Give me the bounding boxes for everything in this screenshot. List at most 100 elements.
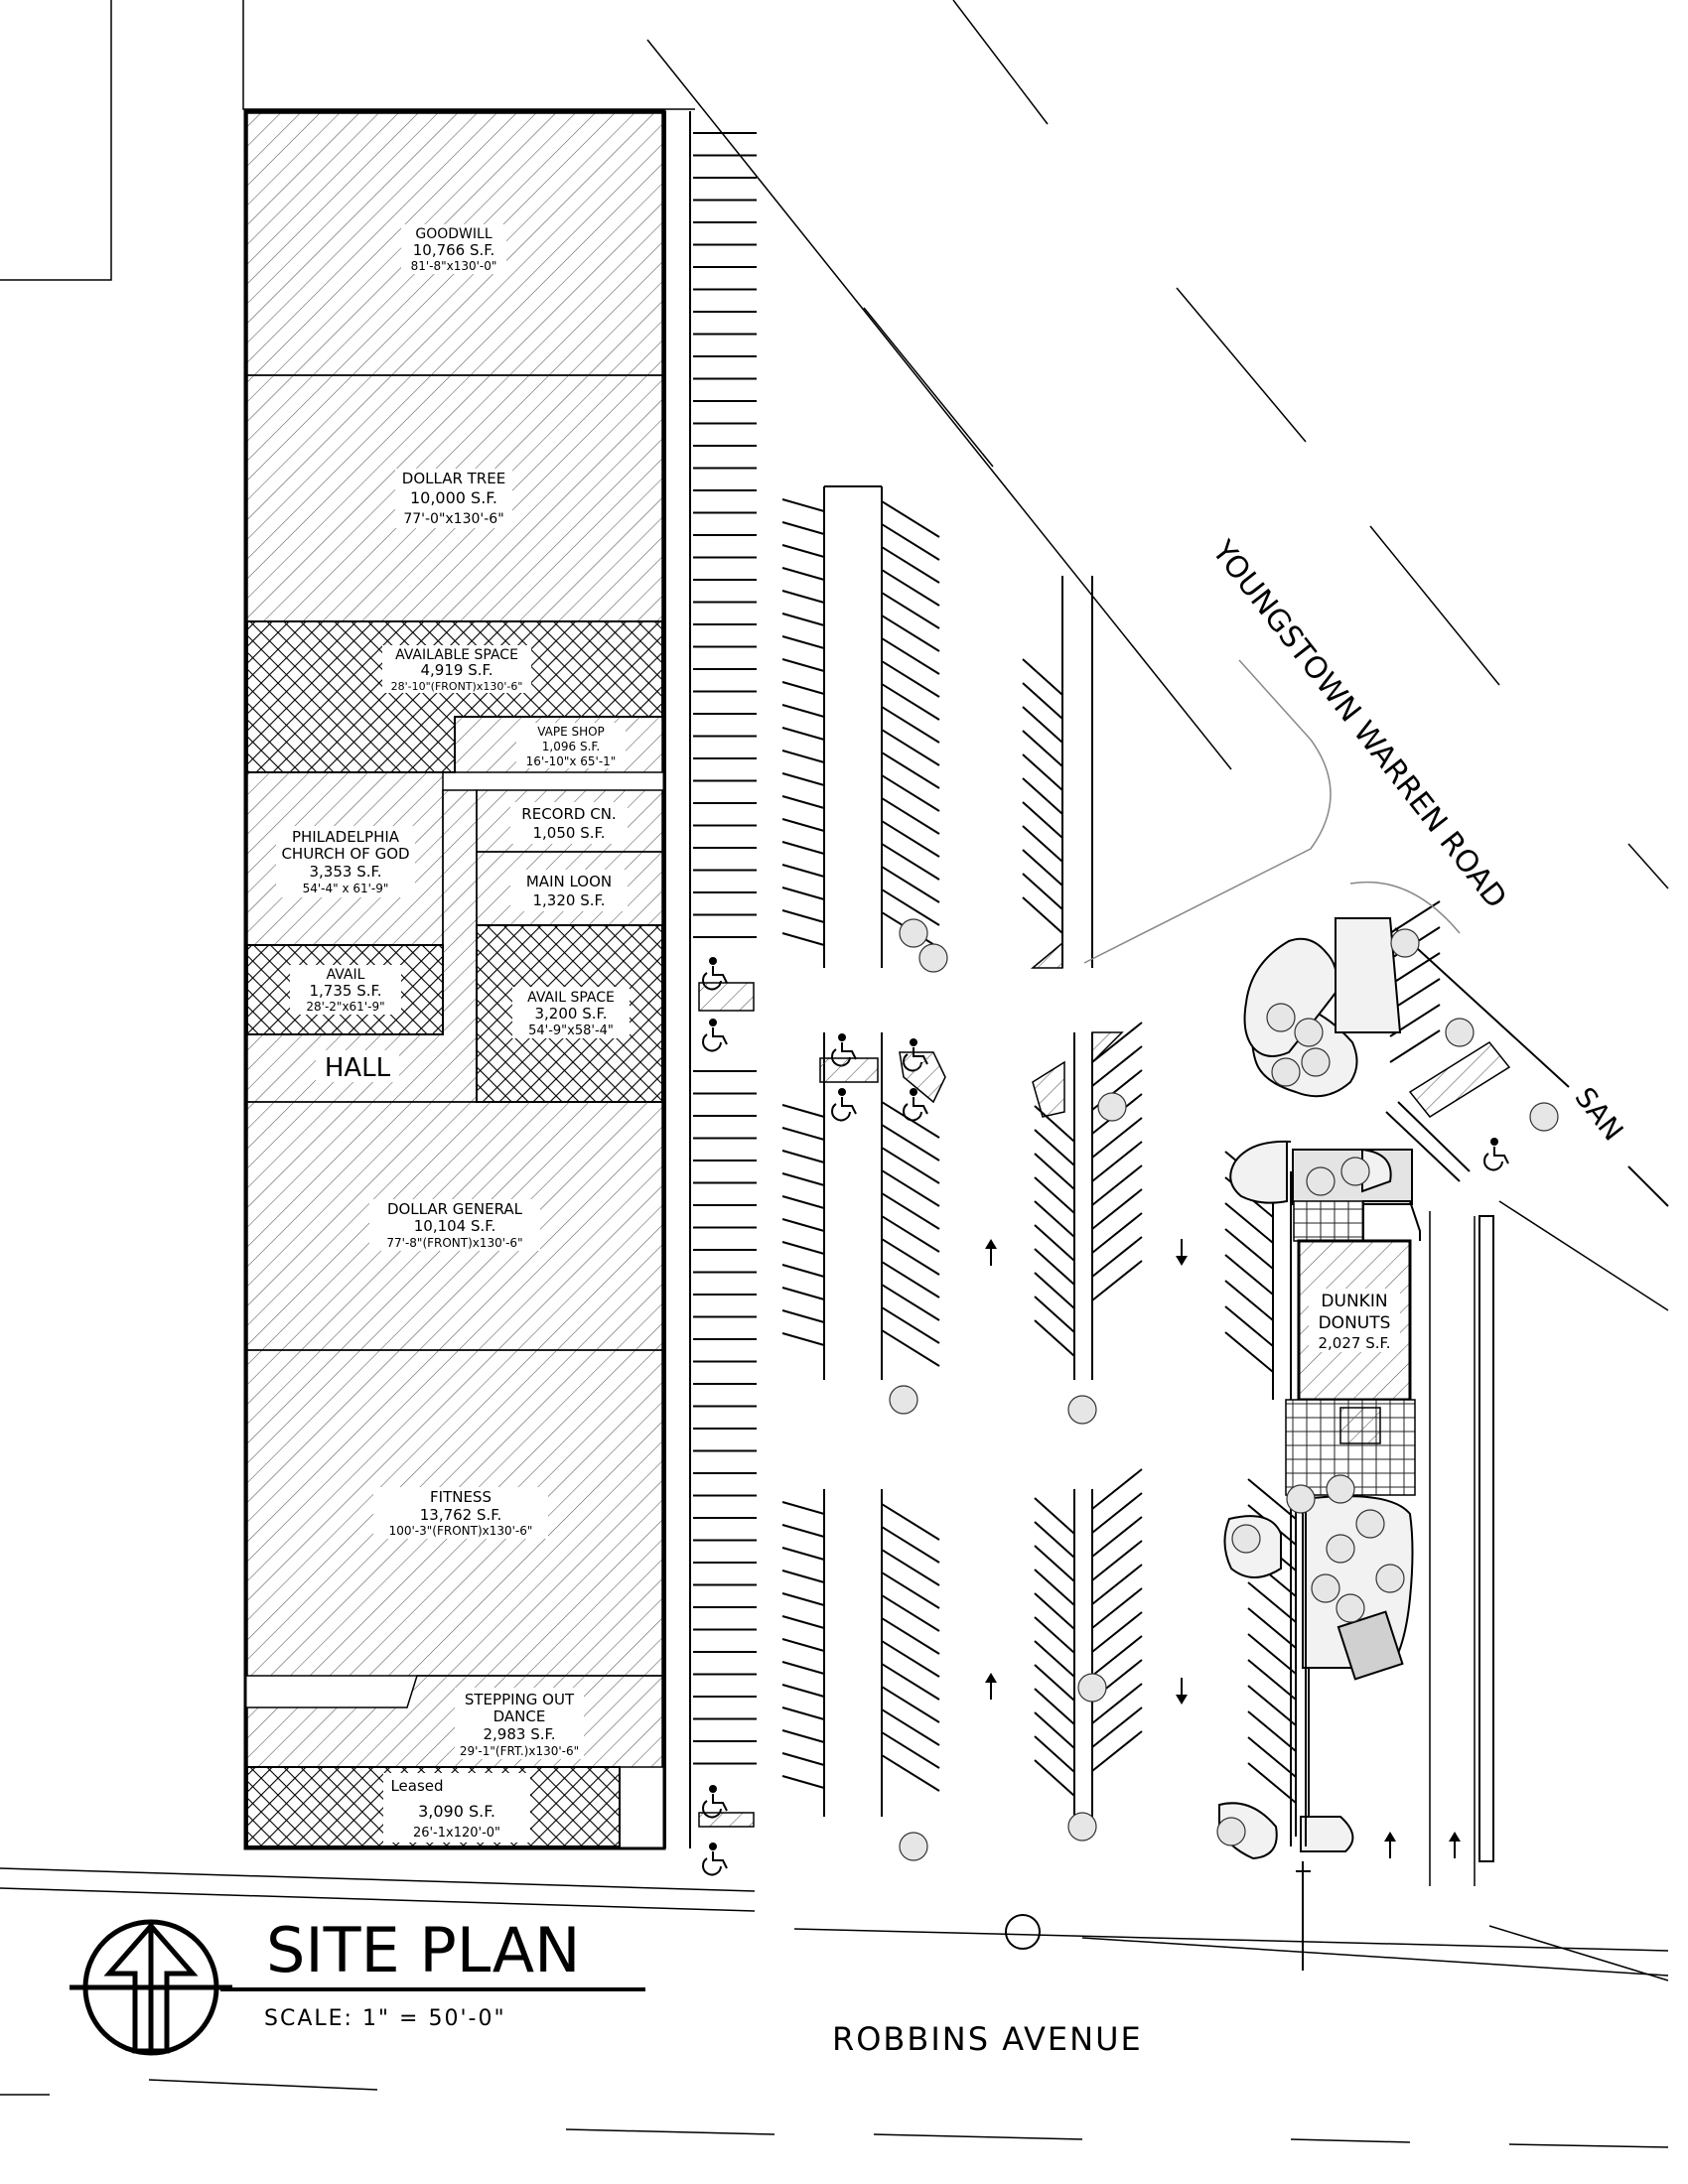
tree-icon <box>1529 1102 1559 1132</box>
svg-text:1,050 S.F.: 1,050 S.F. <box>533 824 606 842</box>
stall-line <box>1034 1640 1075 1678</box>
stall-line <box>881 1192 940 1230</box>
stall-line <box>881 1640 940 1678</box>
tree-icon <box>1097 1092 1127 1122</box>
page-title: SITE PLAN <box>266 1914 581 1986</box>
tree-icon <box>1271 1057 1301 1087</box>
stall-line <box>1034 1153 1075 1190</box>
label-available-space: AVAILABLE SPACE 4,919 S.F. 28'-10"(FRONT… <box>382 645 531 693</box>
stall-line <box>881 614 940 652</box>
scale-label: SCALE: 1" = 50'-0" <box>264 2006 506 2031</box>
stall-line <box>781 1332 825 1346</box>
stall-line <box>1034 1319 1075 1357</box>
svg-text:77'-0"x130'-6": 77'-0"x130'-6" <box>403 511 503 527</box>
svg-text:STEPPING OUT: STEPPING OUT <box>465 1691 575 1708</box>
stall-line <box>781 681 825 695</box>
tree-icon <box>1445 1018 1475 1047</box>
tree-icon <box>1294 1018 1324 1047</box>
tree-icon <box>1375 1564 1405 1593</box>
stall-line <box>1034 1272 1075 1309</box>
svg-text:13,762 S.F.: 13,762 S.F. <box>420 1506 502 1524</box>
stall-line <box>1091 1468 1143 1510</box>
svg-text:VAPE SHOP: VAPE SHOP <box>537 725 605 739</box>
stall-line <box>781 1684 825 1698</box>
stall-line <box>881 866 940 903</box>
stall-line <box>881 774 940 812</box>
arrow-up-icon <box>1384 1832 1396 1858</box>
stall-line <box>781 727 825 741</box>
accessible-icon <box>1483 1138 1509 1171</box>
stall-line <box>881 1306 940 1344</box>
stall-line <box>881 820 940 858</box>
stall-line <box>881 843 940 881</box>
tree-icon <box>1326 1534 1355 1564</box>
stall-line <box>881 1617 940 1655</box>
stall-line <box>781 521 825 535</box>
stall-line <box>781 590 825 604</box>
tree-icon <box>1355 1509 1385 1539</box>
stall-line <box>1091 1212 1143 1254</box>
tenant-labels: GOODWILL 10,766 S.F. 81'-8"x130'-0" DOLL… <box>276 224 630 1843</box>
svg-text:CHURCH OF GOD: CHURCH OF GOD <box>281 845 409 863</box>
stall-line <box>881 751 940 789</box>
tree-icon <box>1067 1812 1097 1842</box>
stall-line <box>1091 1164 1143 1206</box>
traffic-arrows <box>985 1239 1461 1858</box>
label-fitness: FITNESS 13,762 S.F. 100'-3"(FRONT)x130'-… <box>373 1487 548 1539</box>
arrow-up-icon <box>985 1673 997 1700</box>
stall-line <box>881 637 940 675</box>
svg-text:26'-1x120'-0": 26'-1x120'-0" <box>413 1826 500 1841</box>
stall-line <box>1091 1516 1143 1558</box>
stall-line <box>1034 1616 1075 1654</box>
tree-icon <box>918 943 948 973</box>
svg-text:FITNESS: FITNESS <box>430 1488 492 1506</box>
svg-text:77'-8"(FRONT)x130'-6": 77'-8"(FRONT)x130'-6" <box>386 1236 522 1250</box>
stall-line <box>881 1686 940 1723</box>
svg-text:DOLLAR GENERAL: DOLLAR GENERAL <box>387 1200 523 1218</box>
stall-line <box>1224 1254 1274 1296</box>
stall-line <box>781 818 825 832</box>
stall-line <box>881 1708 940 1746</box>
stall-line <box>1091 1045 1143 1087</box>
stall-line <box>1091 1492 1143 1534</box>
svg-text:28'-2"x61'-9": 28'-2"x61'-9" <box>306 1000 384 1014</box>
stall-line <box>1034 1735 1075 1773</box>
stall-line <box>1247 1762 1297 1804</box>
stall-line <box>1091 1611 1143 1653</box>
svg-text:DUNKIN: DUNKIN <box>1321 1292 1387 1311</box>
stall-line <box>781 1218 825 1232</box>
stall-line <box>1091 1141 1143 1182</box>
san-label: SAN <box>1568 1081 1629 1147</box>
stall-line <box>881 1147 940 1184</box>
svg-text:3,200 S.F.: 3,200 S.F. <box>535 1005 608 1023</box>
label-stepping-out: STEPPING OUT DANCE 2,983 S.F. 29'-1"(FRT… <box>455 1688 584 1759</box>
stall-line <box>781 1104 825 1118</box>
svg-text:DONUTS: DONUTS <box>1319 1313 1391 1333</box>
stall-line <box>781 704 825 718</box>
stall-line <box>1091 1635 1143 1677</box>
svg-text:AVAIL SPACE: AVAIL SPACE <box>527 990 615 1006</box>
arrow-up-icon <box>1449 1832 1461 1858</box>
stall-line <box>881 1169 940 1207</box>
stall-line <box>781 1547 825 1561</box>
svg-text:10,000 S.F.: 10,000 S.F. <box>410 488 497 507</box>
stall-line <box>781 567 825 581</box>
parking-island-lines <box>823 485 1310 1837</box>
label-vape-shop: VAPE SHOP 1,096 S.F. 16'-10"x 65'-1" <box>516 723 626 768</box>
stall-line <box>781 1264 825 1278</box>
arrow-down-icon <box>1176 1678 1188 1705</box>
tree-icon <box>1266 1003 1296 1032</box>
stall-line <box>1034 1176 1075 1214</box>
stall-line <box>881 888 940 926</box>
tree-icon <box>889 1385 918 1415</box>
svg-text:GOODWILL: GOODWILL <box>415 226 492 242</box>
stall-line <box>781 932 825 946</box>
stall-line <box>1091 1188 1143 1230</box>
stall-line <box>1389 900 1441 934</box>
svg-text:RECORD CN.: RECORD CN. <box>521 805 616 823</box>
stall-line <box>1022 777 1063 815</box>
stall-line <box>1034 1497 1075 1535</box>
accessible-icon <box>702 1019 728 1052</box>
label-goodwill: GOODWILL 10,766 S.F. 81'-8"x130'-0" <box>401 224 506 274</box>
